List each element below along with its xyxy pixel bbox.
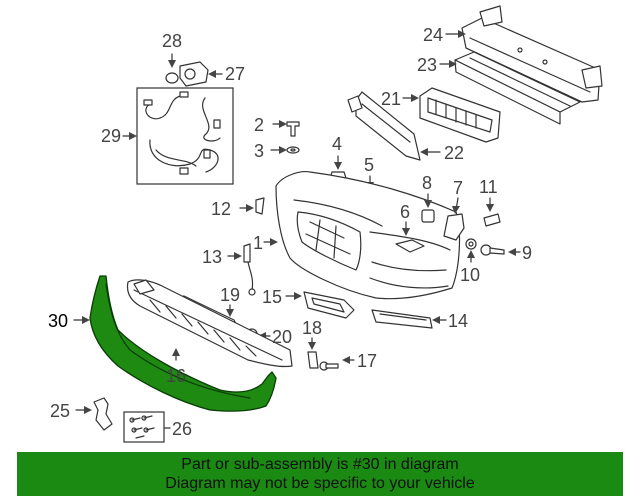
part-30-spoiler-highlighted — [89, 275, 277, 412]
label-27: 27 — [225, 64, 245, 84]
part-11-clip — [483, 213, 501, 227]
label-15: 15 — [262, 287, 282, 307]
part-16-lower-grille — [126, 279, 293, 368]
part-2-screw — [286, 121, 300, 137]
label-18: 18 — [302, 318, 322, 338]
label-16: 16 — [166, 366, 186, 386]
label-25: 25 — [50, 401, 70, 421]
label-20: 20 — [272, 327, 292, 347]
info-banner: Part or sub-assembly is #30 in diagram D… — [17, 452, 623, 496]
part-3-clip — [286, 146, 300, 154]
label-1: 1 — [253, 233, 263, 253]
label-29: 29 — [101, 126, 121, 146]
part-14-trim — [371, 309, 433, 329]
part-22-deflector — [347, 91, 421, 161]
part-18-bracket — [307, 351, 319, 369]
label-7: 7 — [453, 178, 463, 198]
label-17: 17 — [357, 351, 377, 371]
part-27-sensor-holder — [179, 61, 209, 87]
part-21-grille-carrier — [419, 87, 501, 143]
part-15-fog-lamp-bezel — [303, 291, 355, 319]
part-13-harness-lead — [243, 243, 256, 296]
label-5: 5 — [364, 155, 374, 175]
label-30: 30 — [48, 311, 68, 331]
part-28-sensor — [165, 72, 179, 84]
part-10-washer — [465, 238, 477, 250]
label-2: 2 — [254, 115, 264, 135]
part-9-bolt — [480, 244, 505, 256]
label-12: 12 — [211, 199, 231, 219]
part-26-screw-kit — [123, 411, 165, 443]
label-24: 24 — [423, 25, 443, 45]
part-17-bolt — [319, 361, 339, 371]
label-19: 19 — [220, 285, 240, 305]
label-21: 21 — [381, 89, 401, 109]
label-22: 22 — [444, 143, 464, 163]
banner-line-1: Part or sub-assembly is #30 in diagram — [181, 456, 459, 473]
part-25-bracket — [93, 397, 113, 431]
label-10: 10 — [460, 265, 480, 285]
banner-line-2: Diagram may not be specific to your vehi… — [165, 475, 475, 492]
label-8: 8 — [422, 173, 432, 193]
label-14: 14 — [448, 311, 468, 331]
label-13: 13 — [202, 247, 222, 267]
part-23-absorber — [454, 51, 581, 125]
part-7-bracket — [443, 213, 465, 241]
part-1-bumper-cover — [275, 171, 461, 300]
label-6: 6 — [400, 202, 410, 222]
label-23: 23 — [417, 55, 437, 75]
label-3: 3 — [254, 141, 264, 161]
label-26: 26 — [172, 419, 192, 439]
label-9: 9 — [522, 243, 532, 263]
part-29-wiring-harness — [136, 87, 234, 185]
label-28: 28 — [162, 31, 182, 51]
part-12-clip — [255, 197, 265, 215]
label-11: 11 — [479, 177, 498, 197]
part-8-nut — [421, 209, 435, 223]
label-4: 4 — [332, 134, 342, 154]
